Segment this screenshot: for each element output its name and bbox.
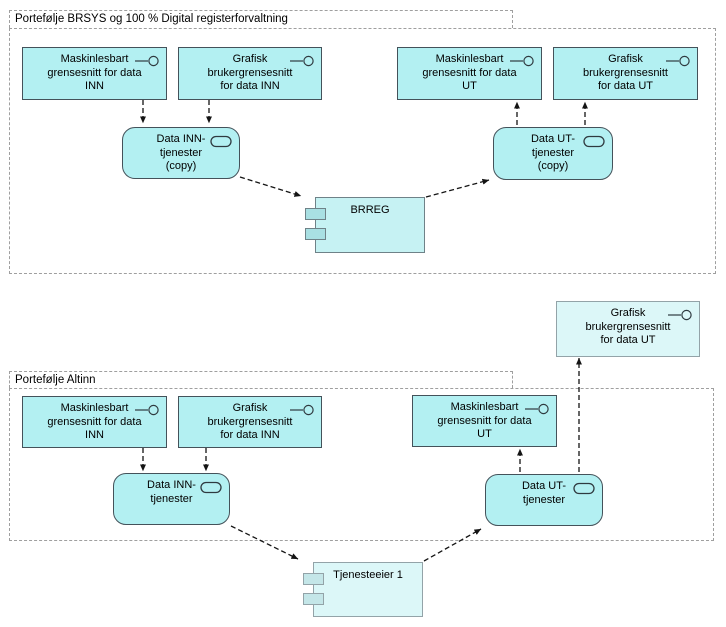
group-brsys-title: Portefølje BRSYS og 100 % Digital regist… <box>15 13 288 25</box>
node-label: Tjenesteeier 1 <box>333 569 403 581</box>
node-svc-inn-copy[interactable]: Data INN-tjenester (copy) <box>122 127 240 179</box>
dependency-arrow-e4[interactable] <box>425 178 490 198</box>
node-label: Grafisk brukergrensesnitt for data INN <box>207 402 293 441</box>
node-if-ut-maskin-altinn[interactable]: Maskinlesbart grensesnitt for data UT <box>412 395 557 447</box>
node-svc-ut-copy[interactable]: Data UT-tjenester (copy) <box>493 127 613 180</box>
component-icon <box>303 593 324 605</box>
node-if-inn-grafisk-brsys[interactable]: Grafisk brukergrensesnitt for data INN <box>178 47 322 100</box>
service-icon <box>583 135 606 148</box>
node-label: Maskinlesbart grensesnitt for data UT <box>422 53 517 92</box>
node-svc-inn-altinn[interactable]: Data INN-tjenester <box>113 473 230 525</box>
node-label: Data INN-tjenester <box>147 479 196 505</box>
service-icon <box>210 135 233 148</box>
node-label: Grafisk brukergrensesnitt for data UT <box>585 307 671 346</box>
group-brsys-body[interactable] <box>9 28 716 274</box>
group-altinn-title: Portefølje Altinn <box>15 374 96 386</box>
node-if-inn-maskin-altinn[interactable]: Maskinlesbart grensesnitt for data INN <box>22 396 167 448</box>
group-brsys-tab[interactable]: Portefølje BRSYS og 100 % Digital regist… <box>9 10 513 28</box>
service-icon <box>573 482 596 495</box>
component-icon <box>303 573 324 585</box>
node-if-inn-grafisk-altinn[interactable]: Grafisk brukergrensesnitt for data INN <box>178 396 322 448</box>
node-if-ut-grafisk-standalone[interactable]: Grafisk brukergrensesnitt for data UT <box>556 301 700 357</box>
interface-icon <box>289 55 315 67</box>
node-if-inn-maskin-brsys[interactable]: Maskinlesbart grensesnitt for data INN <box>22 47 167 100</box>
interface-icon <box>524 403 550 415</box>
component-icon <box>305 208 326 220</box>
interface-icon <box>509 55 535 67</box>
node-svc-ut-altinn[interactable]: Data UT-tjenester <box>485 474 603 526</box>
node-label: Data INN-tjenester (copy) <box>156 133 206 172</box>
node-if-ut-maskin-brsys[interactable]: Maskinlesbart grensesnitt for data UT <box>397 47 542 100</box>
interface-icon <box>289 404 315 416</box>
interface-icon <box>667 309 693 321</box>
node-label: Grafisk brukergrensesnitt for data UT <box>583 53 668 92</box>
node-label: BRREG <box>350 204 390 216</box>
node-label: Maskinlesbart grensesnitt for data INN <box>47 53 142 92</box>
component-icon <box>305 228 326 240</box>
node-comp-tjenesteeier[interactable]: Tjenesteeier 1 <box>303 562 423 617</box>
dependency-arrow-e3[interactable] <box>239 176 302 197</box>
node-comp-brreg[interactable]: BRREG <box>305 197 425 253</box>
node-label: Grafisk brukergrensesnitt for data INN <box>207 53 293 92</box>
node-label: Maskinlesbart grensesnitt for data INN <box>47 402 142 441</box>
interface-icon <box>134 404 160 416</box>
group-altinn-body[interactable] <box>9 388 714 541</box>
interface-icon <box>134 55 160 67</box>
dependency-arrow-e9[interactable] <box>230 525 299 560</box>
node-label: Maskinlesbart grensesnitt for data UT <box>437 401 532 440</box>
node-if-ut-grafisk-brsys[interactable]: Grafisk brukergrensesnitt for data UT <box>553 47 698 100</box>
interface-icon <box>665 55 691 67</box>
group-altinn-tab[interactable]: Portefølje Altinn <box>9 371 513 388</box>
service-icon <box>200 481 223 494</box>
node-label: Data UT-tjenester (copy) <box>530 133 575 172</box>
dependency-arrow-e10[interactable] <box>423 528 482 562</box>
node-label: Data UT-tjenester <box>521 480 566 506</box>
